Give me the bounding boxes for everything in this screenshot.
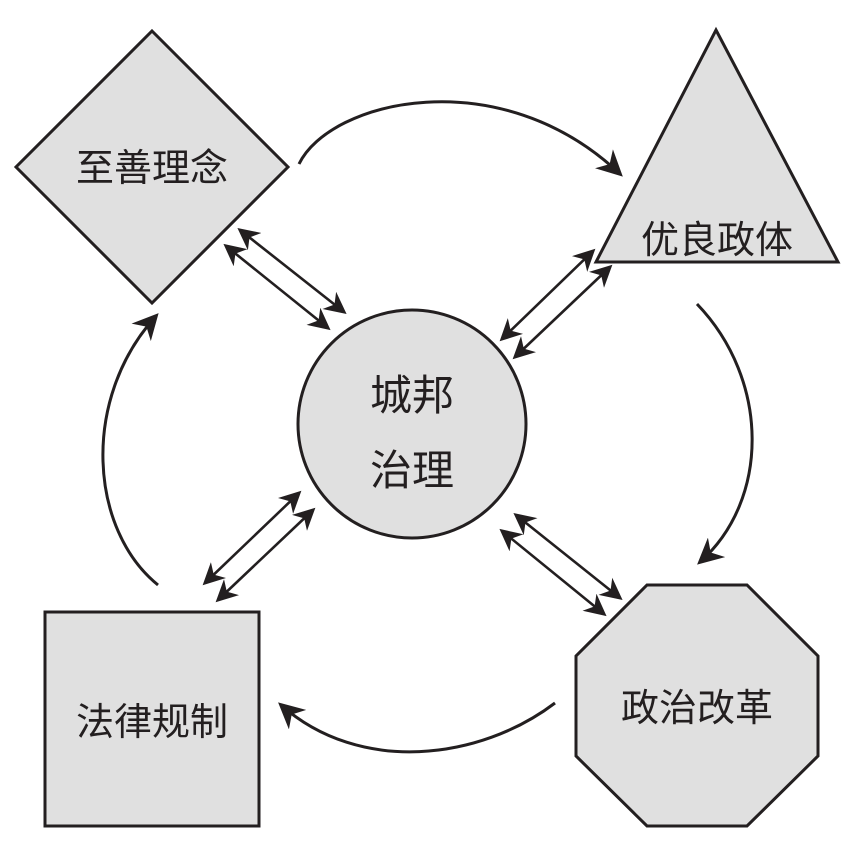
curved-arrow-top (297, 100, 623, 177)
octagon-shape (574, 583, 820, 828)
double-arrow-pair-bottom-left (202, 490, 316, 603)
node-label-center-line2: 治理 (370, 446, 454, 495)
node-top-left: 至善理念 (13, 28, 291, 306)
double-arrow (512, 264, 613, 360)
node-bottom-left: 法律规制 (43, 610, 261, 828)
node-label-center-line1: 城邦 (370, 371, 454, 420)
node-label-bottom-right: 政治改革 (621, 686, 773, 730)
triangle-shape (593, 26, 841, 264)
node-top-right: 优良政体 (593, 26, 841, 264)
double-arrow (223, 243, 331, 331)
node-label-top-left: 至善理念 (76, 146, 228, 190)
node-bottom-right: 政治改革 (574, 583, 820, 828)
curved-arrow-right (695, 302, 754, 565)
diamond-shape (13, 28, 291, 306)
node-label-top-right: 优良政体 (641, 218, 793, 262)
curved-arrow-bottom (278, 701, 556, 754)
square-shape (43, 610, 261, 828)
double-arrow-pair-top-right (499, 248, 613, 360)
double-arrow-pair-bottom-right (499, 512, 623, 617)
double-arrow-pair-top-left (223, 227, 347, 331)
node-label-bottom-left: 法律规制 (76, 700, 228, 744)
curved-arrow-left (101, 313, 159, 587)
double-arrow (499, 528, 607, 617)
double-arrow (215, 507, 316, 603)
node-center: 城邦 治理 (296, 308, 528, 540)
circle-shape (296, 308, 528, 540)
